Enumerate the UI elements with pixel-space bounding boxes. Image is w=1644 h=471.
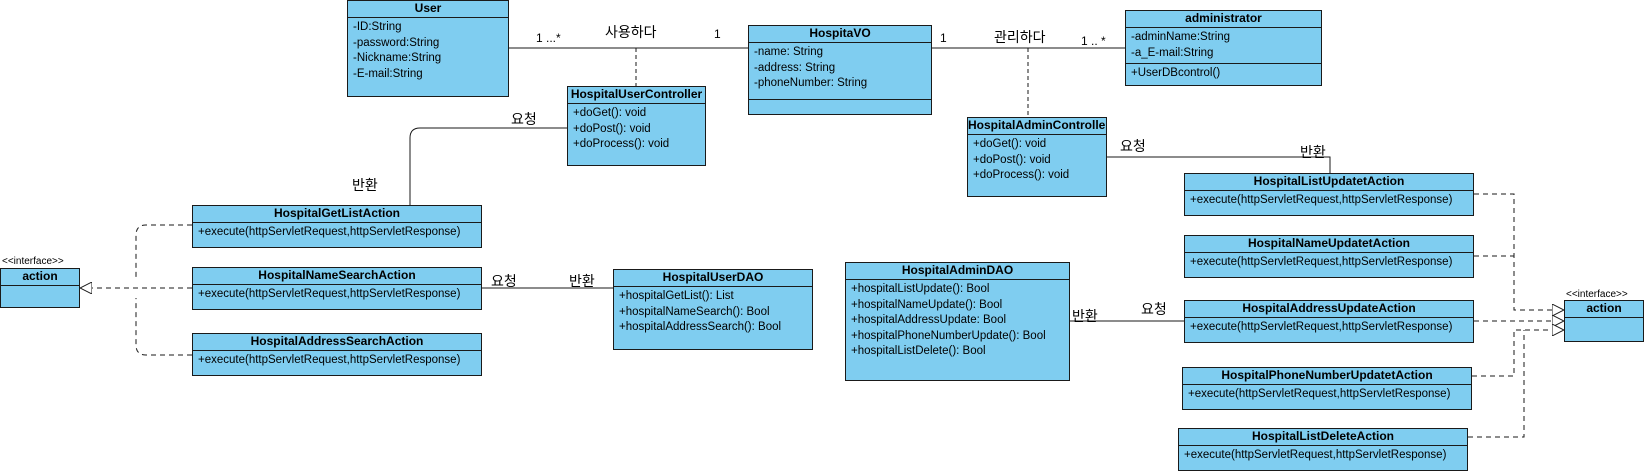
request-label: 요청 bbox=[491, 273, 517, 289]
class-name: HospitalGetListAction bbox=[193, 206, 481, 223]
class-name: HospitalListDeleteAction bbox=[1179, 429, 1467, 446]
class-name: HospitalAddressSearchAction bbox=[193, 334, 481, 351]
attribute: -a_E-mail:String bbox=[1131, 46, 1214, 59]
listupdate-realization bbox=[1474, 193, 1564, 310]
operation: +hospitalNameSearch(): Bool bbox=[619, 305, 770, 318]
operation: +doGet(): void bbox=[973, 138, 1047, 150]
class-hospital-user-dao[interactable]: HospitalUserDAO +hospitalGetList(): List… bbox=[613, 269, 813, 350]
phoneupdate-realization bbox=[1472, 330, 1564, 377]
response-label: 반환 bbox=[1300, 144, 1326, 160]
interface-name: action bbox=[1, 269, 79, 286]
operation: +doPost(): void bbox=[573, 122, 651, 135]
operation: +UserDBcontrol() bbox=[1131, 67, 1221, 79]
user-controller-to-getlist-link bbox=[409, 127, 567, 205]
class-hospital-admin-controller[interactable]: HospitalAdminController +doGet(): void +… bbox=[967, 117, 1107, 197]
interface-stereotype-right: <<interface>> bbox=[1566, 289, 1628, 300]
attribute: -adminName:String bbox=[1131, 31, 1231, 43]
class-name: HospitaVO bbox=[749, 26, 931, 43]
admin-controller-to-listupdate-link bbox=[1107, 156, 1331, 173]
interface-name: action bbox=[1565, 301, 1643, 318]
operation: +execute(httpServletRequest,httpServletR… bbox=[1190, 194, 1453, 206]
multiplicity-vo-user: 1 bbox=[714, 27, 721, 41]
operation: +hospitalNameUpdate(): Bool bbox=[851, 298, 1003, 311]
getlist-realization bbox=[135, 224, 192, 278]
class-hospitavo[interactable]: HospitaVO -name: String -address: String… bbox=[748, 25, 932, 115]
attribute: -password:String bbox=[353, 36, 440, 49]
response-label: 반환 bbox=[352, 177, 378, 193]
class-hospital-admin-dao[interactable]: HospitalAdminDAO +hospitalListUpdate(): … bbox=[845, 262, 1070, 381]
operation: +execute(httpServletRequest,httpServletR… bbox=[198, 226, 461, 238]
attribute: -phoneNumber: String bbox=[754, 77, 868, 89]
operation: +execute(httpServletRequest,httpServletR… bbox=[198, 354, 461, 366]
operation: +execute(httpServletRequest,httpServletR… bbox=[1184, 449, 1447, 461]
response-label: 반환 bbox=[569, 273, 595, 289]
operation: +hospitalAddressSearch(): Bool bbox=[619, 321, 782, 333]
multiplicity-admin: 1 .. * bbox=[1081, 34, 1106, 48]
class-administrator[interactable]: administrator -adminName:String -a_E-mai… bbox=[1125, 10, 1322, 86]
class-name: HospitalUserController bbox=[568, 87, 705, 104]
operation: +hospitalPhoneNumberUpdate(): Bool bbox=[851, 329, 1046, 342]
attribute: -name: String bbox=[754, 46, 824, 58]
attribute: -address: String bbox=[754, 61, 836, 74]
operation: +hospitalGetList(): List bbox=[619, 290, 734, 302]
class-hospital-user-controller[interactable]: HospitalUserController +doGet(): void +d… bbox=[567, 86, 706, 166]
multiplicity-user: 1 ...* bbox=[536, 31, 561, 45]
operation: +hospitalListUpdate(): Bool bbox=[851, 283, 990, 295]
class-hospital-list-updatet-action[interactable]: HospitalListUpdatetAction +execute(httpS… bbox=[1184, 173, 1474, 216]
operation: +execute(httpServletRequest,httpServletR… bbox=[1190, 256, 1453, 268]
attribute: -ID:String bbox=[353, 21, 402, 33]
operation: +execute(httpServletRequest,httpServletR… bbox=[1190, 321, 1453, 333]
class-hospital-get-list-action[interactable]: HospitalGetListAction +execute(httpServl… bbox=[192, 205, 482, 248]
request-label: 요청 bbox=[1141, 301, 1167, 317]
multiplicity-vo-admin: 1 bbox=[940, 31, 947, 45]
operation: +execute(httpServletRequest,httpServletR… bbox=[198, 288, 461, 300]
attribute: -E-mail:String bbox=[353, 67, 423, 80]
class-name: HospitalPhoneNumberUpdatetAction bbox=[1183, 368, 1471, 385]
class-user[interactable]: User -ID:String -password:String -Nickna… bbox=[347, 0, 509, 97]
operation: +doProcess(): void bbox=[973, 169, 1070, 181]
interface-action-right[interactable]: action bbox=[1564, 300, 1644, 342]
class-name: HospitalUserDAO bbox=[614, 270, 812, 287]
class-name: administrator bbox=[1126, 11, 1321, 28]
operation: +doGet(): void bbox=[573, 107, 647, 119]
association-label-use: 사용하다 bbox=[605, 24, 657, 40]
class-name: HospitalNameUpdatetAction bbox=[1185, 236, 1473, 253]
listdelete-realization bbox=[1468, 330, 1525, 438]
interface-action-left[interactable]: action bbox=[0, 268, 80, 308]
class-hospital-name-updatet-action[interactable]: HospitalNameUpdatetAction +execute(httpS… bbox=[1184, 235, 1474, 278]
class-name: User bbox=[348, 1, 508, 18]
class-name: HospitalAddressUpdateAction bbox=[1185, 301, 1473, 318]
request-label: 요청 bbox=[511, 111, 537, 127]
addresssearch-realization bbox=[135, 298, 192, 356]
class-hospital-address-update-action[interactable]: HospitalAddressUpdateAction +execute(htt… bbox=[1184, 300, 1474, 343]
class-name: HospitalListUpdatetAction bbox=[1185, 174, 1473, 191]
request-label: 요청 bbox=[1120, 138, 1146, 154]
operation: +hospitalAddressUpdate: Bool bbox=[851, 314, 1007, 326]
operation: +doProcess(): void bbox=[573, 138, 670, 150]
attribute: -Nickname:String bbox=[353, 52, 442, 64]
operation: +execute(httpServletRequest,httpServletR… bbox=[1188, 388, 1451, 400]
operation: +doPost(): void bbox=[973, 153, 1051, 166]
class-hospital-phone-number-updatet-action[interactable]: HospitalPhoneNumberUpdatetAction +execut… bbox=[1182, 367, 1472, 410]
class-name: HospitalNameSearchAction bbox=[193, 268, 481, 285]
class-name: HospitalAdminDAO bbox=[846, 263, 1069, 280]
class-hospital-name-search-action[interactable]: HospitalNameSearchAction +execute(httpSe… bbox=[192, 267, 482, 310]
class-name: HospitalAdminController bbox=[968, 118, 1106, 135]
association-label-manage: 관리하다 bbox=[994, 29, 1046, 45]
class-hospital-address-search-action[interactable]: HospitalAddressSearchAction +execute(htt… bbox=[192, 333, 482, 376]
operation: +hospitalListDelete(): Bool bbox=[851, 345, 986, 357]
interface-stereotype-left: <<interface>> bbox=[2, 256, 64, 267]
class-hospital-list-delete-action[interactable]: HospitalListDeleteAction +execute(httpSe… bbox=[1178, 428, 1468, 471]
response-label: 반환 bbox=[1072, 308, 1098, 324]
